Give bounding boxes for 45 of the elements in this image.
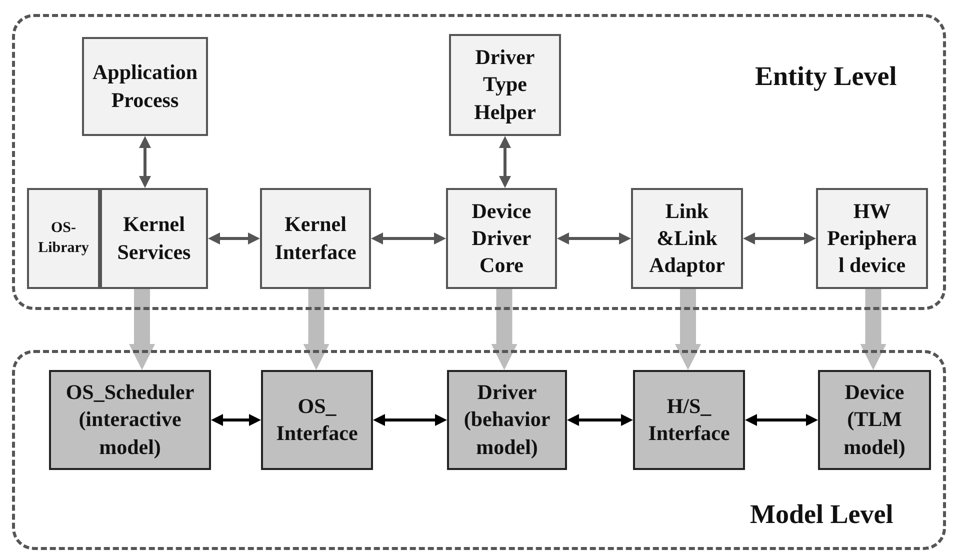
- box-label: Application Process: [91, 59, 199, 114]
- level-heading: Model Level: [750, 499, 894, 530]
- box-label: Kernel Services: [116, 211, 192, 266]
- box-label: H/S_ Interface: [647, 392, 731, 447]
- process-box: [633, 370, 745, 470]
- block-arrow: [860, 289, 886, 370]
- process-box: [82, 37, 208, 136]
- box-label: Device (TLM model): [842, 379, 906, 461]
- double-arrow: [567, 414, 633, 426]
- dashed-level-container: [12, 350, 946, 550]
- box-label: HW Periphera l device: [826, 198, 918, 280]
- double-arrow: [371, 232, 446, 244]
- process-box: [816, 188, 928, 289]
- double-arrow: [557, 232, 631, 244]
- double-arrow: [208, 232, 260, 244]
- process-box: [447, 370, 567, 470]
- process-box: [446, 188, 557, 289]
- box-label: OS-Library: [37, 219, 90, 258]
- block-arrow: [129, 289, 155, 370]
- level-heading: Entity Level: [755, 61, 897, 92]
- process-box: [631, 188, 743, 289]
- box-label: OS_ Interface: [275, 392, 359, 447]
- process-box: [260, 188, 371, 289]
- process-box: [49, 370, 211, 470]
- box-label: Driver (behavior model): [462, 379, 552, 461]
- box-label: Kernel Interface: [274, 211, 358, 266]
- process-box: [818, 370, 931, 470]
- block-arrow: [675, 289, 701, 370]
- double-arrow: [499, 136, 511, 188]
- box-label: Driver Type Helper: [473, 44, 537, 126]
- double-arrow: [211, 414, 261, 426]
- box-label: Link &Link Adaptor: [648, 198, 726, 280]
- block-arrow: [303, 289, 330, 370]
- double-arrow: [373, 414, 447, 426]
- box-label: OS_Scheduler (interactive model): [64, 379, 196, 461]
- double-arrow: [743, 232, 816, 244]
- dashed-level-container: [12, 14, 946, 310]
- double-arrow: [139, 136, 151, 188]
- box-label: Device Driver Core: [470, 198, 532, 280]
- process-box: [449, 34, 561, 136]
- process-box: [100, 188, 208, 289]
- process-box: [27, 188, 100, 289]
- block-arrow: [491, 289, 518, 370]
- process-box: [261, 370, 373, 470]
- double-arrow: [745, 414, 818, 426]
